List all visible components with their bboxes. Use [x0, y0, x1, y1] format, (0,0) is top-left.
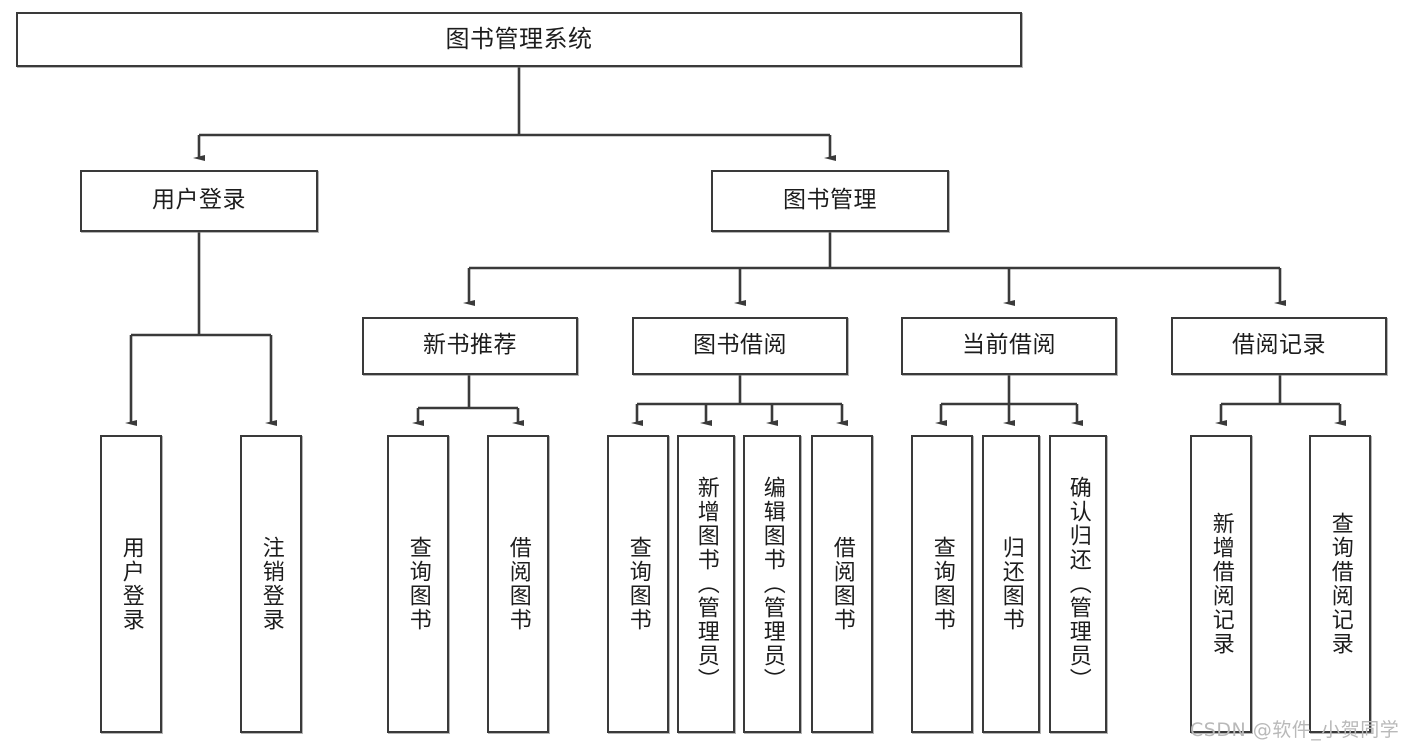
node-leaf-edit-book-admin[interactable]: 编辑图书（管理员） — [743, 435, 801, 733]
csdn-watermark: CSDN @软件_小贺同学 — [1190, 719, 1400, 741]
node-leaf-return-book-label: 归还图书 — [998, 536, 1024, 632]
node-leaf-newbook-borrow-book[interactable]: 借阅图书 — [487, 435, 549, 733]
node-leaf-add-borrow-record[interactable]: 新增借阅记录 — [1190, 435, 1252, 733]
node-leaf-confirm-return-admin-label: 确认归还（管理员） — [1065, 476, 1091, 692]
node-book-management-label: 图书管理 — [783, 187, 877, 214]
node-root-system[interactable]: 图书管理系统 — [16, 12, 1022, 67]
node-book-management[interactable]: 图书管理 — [711, 170, 949, 232]
node-root-system-label: 图书管理系统 — [445, 25, 593, 54]
node-leaf-current-query-book[interactable]: 查询图书 — [911, 435, 973, 733]
node-leaf-user-login[interactable]: 用户登录 — [100, 435, 162, 733]
node-leaf-confirm-return-admin[interactable]: 确认归还（管理员） — [1049, 435, 1107, 733]
node-new-book-recommend-label: 新书推荐 — [423, 332, 517, 359]
node-leaf-borrow-book-label: 借阅图书 — [829, 536, 855, 632]
node-leaf-add-book-admin[interactable]: 新增图书（管理员） — [677, 435, 735, 733]
node-leaf-add-book-admin-label: 新增图书（管理员） — [693, 476, 719, 692]
node-leaf-add-borrow-record-label: 新增借阅记录 — [1208, 512, 1234, 656]
node-book-borrow-label: 图书借阅 — [693, 332, 787, 359]
node-leaf-current-query-book-label: 查询图书 — [929, 536, 955, 632]
node-user-login[interactable]: 用户登录 — [80, 170, 318, 232]
node-leaf-borrow-book[interactable]: 借阅图书 — [811, 435, 873, 733]
node-leaf-borrow-query-book-label: 查询图书 — [625, 536, 651, 632]
node-leaf-borrow-query-book[interactable]: 查询图书 — [607, 435, 669, 733]
node-user-login-label: 用户登录 — [152, 187, 246, 214]
node-leaf-query-borrow-record-label: 查询借阅记录 — [1327, 512, 1353, 656]
node-leaf-newbook-query-book-label: 查询图书 — [405, 536, 431, 632]
node-book-borrow[interactable]: 图书借阅 — [632, 317, 848, 375]
node-leaf-query-borrow-record[interactable]: 查询借阅记录 — [1309, 435, 1371, 733]
node-leaf-user-login-label: 用户登录 — [118, 536, 144, 632]
node-leaf-edit-book-admin-label: 编辑图书（管理员） — [759, 476, 785, 692]
node-leaf-newbook-query-book[interactable]: 查询图书 — [387, 435, 449, 733]
node-borrow-record[interactable]: 借阅记录 — [1171, 317, 1387, 375]
node-leaf-newbook-borrow-book-label: 借阅图书 — [505, 536, 531, 632]
node-borrow-record-label: 借阅记录 — [1232, 332, 1326, 359]
node-leaf-return-book[interactable]: 归还图书 — [982, 435, 1040, 733]
node-current-borrow-label: 当前借阅 — [962, 332, 1056, 359]
node-leaf-logout-label: 注销登录 — [258, 536, 284, 632]
node-leaf-logout[interactable]: 注销登录 — [240, 435, 302, 733]
node-new-book-recommend[interactable]: 新书推荐 — [362, 317, 578, 375]
node-current-borrow[interactable]: 当前借阅 — [901, 317, 1117, 375]
